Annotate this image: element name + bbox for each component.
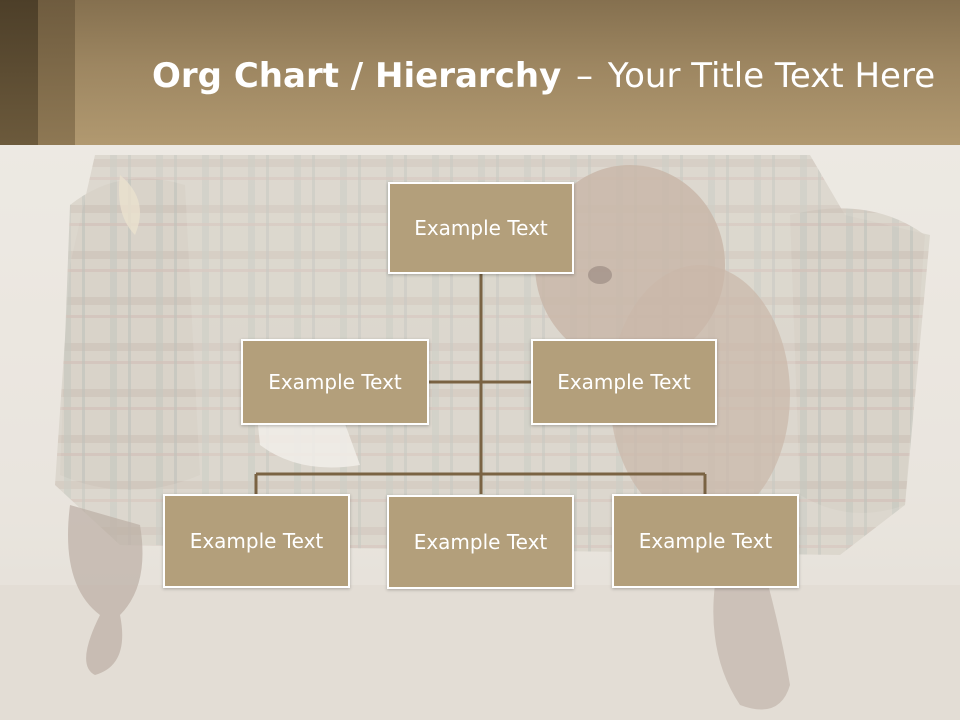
title-bar-accent-dark (0, 0, 38, 145)
slide-title-rest: Your Title Text Here (607, 56, 936, 96)
org-node-assistant-left[interactable]: Example Text (241, 339, 429, 425)
org-node-child-left[interactable]: Example Text (163, 494, 350, 588)
slide-title-dash: – (576, 56, 594, 96)
org-node-assistant-right[interactable]: Example Text (531, 339, 717, 425)
org-node-child-right[interactable]: Example Text (612, 494, 799, 588)
slide-title-bold: Org Chart / Hierarchy (152, 56, 562, 96)
slide-title[interactable]: Org Chart / Hierarchy – Your Title Text … (152, 52, 935, 100)
background-photo (0, 145, 960, 720)
title-bar: Org Chart / Hierarchy – Your Title Text … (0, 0, 960, 145)
org-node-child-center[interactable]: Example Text (387, 495, 574, 589)
armchair-dog-illustration (0, 145, 960, 720)
title-bar-accent-mid (38, 0, 75, 145)
org-node-root[interactable]: Example Text (388, 182, 574, 274)
